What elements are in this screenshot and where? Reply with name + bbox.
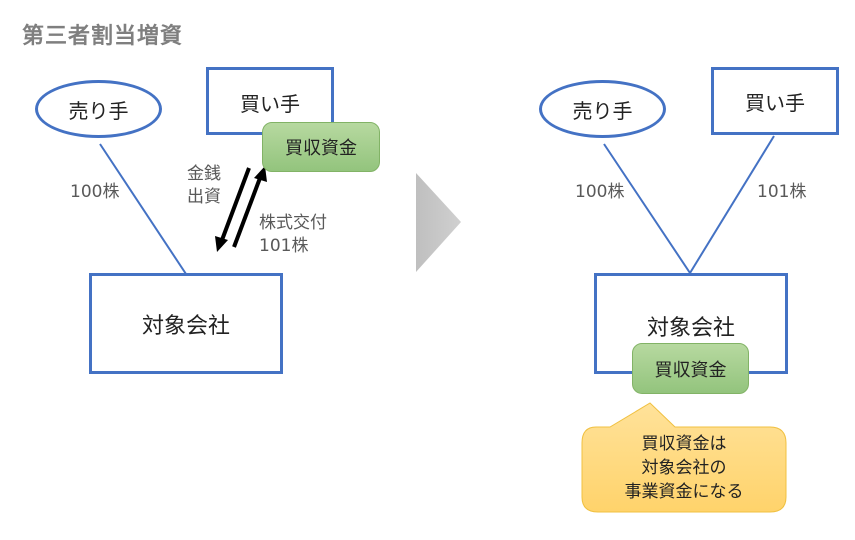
left-funds-label: 買収資金 [285, 138, 357, 159]
right-buyer-shares: 101株 [757, 182, 807, 202]
right-seller-node: 売り手 [539, 80, 666, 138]
callout-bubble [581, 402, 787, 513]
money-arrow-head [215, 236, 228, 252]
right-funds-label: 買収資金 [654, 359, 727, 381]
right-buyer-label: 買い手 [745, 90, 805, 115]
callout-line2: 対象会社の [641, 458, 727, 478]
callout-line3: 事業資金になる [624, 482, 744, 502]
left-seller-shares: 100株 [70, 182, 120, 202]
money-arrow [220, 167, 251, 241]
right-buyer-node: 買い手 [711, 67, 839, 135]
stock-label-line2: 101株 [259, 236, 309, 256]
callout-text: 買収資金は 対象会社の 事業資金になる [582, 432, 786, 504]
stock-arrow-head [254, 166, 267, 182]
left-seller-company-line [99, 143, 187, 275]
left-seller-node: 売り手 [35, 80, 162, 138]
right-seller-company-line [603, 143, 691, 274]
left-company-label: 対象会社 [141, 313, 230, 339]
right-company-label: 対象会社 [646, 316, 735, 341]
money-label-line1: 金銭 [187, 164, 221, 184]
right-funds-node: 買収資金 [632, 343, 749, 394]
right-buyer-company-line [689, 135, 775, 274]
stock-label-line1: 株式交付 [259, 213, 327, 233]
left-company-node: 対象会社 [89, 273, 283, 374]
transition-arrow [416, 173, 461, 272]
diagram-title: 第三者割当増資 [22, 24, 184, 49]
left-seller-label: 売り手 [68, 98, 129, 123]
money-label-line2: 出資 [187, 187, 221, 207]
right-seller-label: 売り手 [572, 98, 633, 123]
stock-arrow [232, 177, 262, 248]
left-funds-node: 買収資金 [262, 122, 380, 172]
right-seller-shares: 100株 [575, 182, 625, 202]
left-buyer-label: 買い手 [240, 92, 300, 116]
callout-line1: 買収資金は [641, 434, 727, 454]
